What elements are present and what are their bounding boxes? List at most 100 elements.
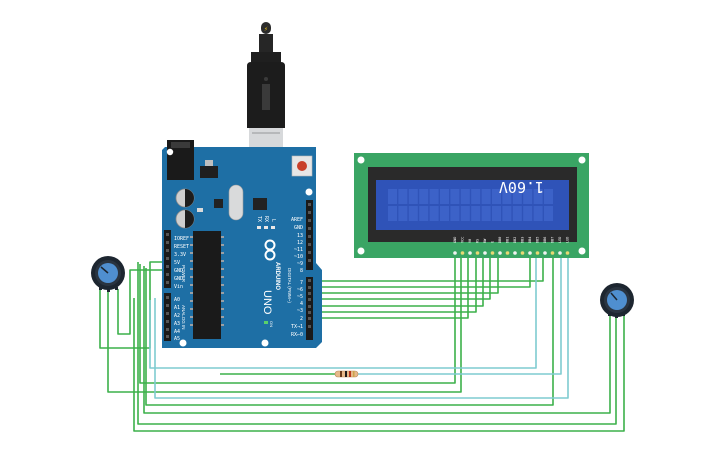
lcd-pin[interactable] <box>505 251 510 255</box>
lcd-cell <box>460 189 470 204</box>
capacitor <box>175 188 195 208</box>
lcd-cell <box>523 189 533 204</box>
lcd-pin[interactable] <box>520 251 525 255</box>
lcd-cell <box>408 206 418 221</box>
power-pin-labels: IOREF RESET 3.3V 5V GND GND Vin <box>174 236 189 290</box>
lcd-pin[interactable] <box>460 251 465 255</box>
lcd-pin-label: RS <box>476 239 480 243</box>
microcontroller-chip <box>193 231 221 339</box>
lcd-cell <box>492 189 501 204</box>
potentiometer-icon[interactable] <box>91 256 125 292</box>
lcd-pin[interactable] <box>543 251 547 255</box>
voltage-regulator <box>200 166 218 178</box>
pin-label: A0 <box>174 297 180 303</box>
lcd-screen <box>376 180 569 230</box>
wire[interactable] <box>107 253 462 393</box>
lcd-pin[interactable] <box>483 251 487 255</box>
svg-text:⚡: ⚡ <box>264 26 268 33</box>
lcd-pin[interactable] <box>475 251 480 255</box>
lcd-cell <box>481 206 491 221</box>
power-section-label: POWER <box>181 265 186 283</box>
digital-header-bottom <box>306 277 313 340</box>
lcd-pin[interactable] <box>550 251 555 255</box>
pin-label: Vin <box>174 284 183 290</box>
lcd-pin-label: DB2 <box>513 237 517 243</box>
arduino-uno-board[interactable]: ARDUINO UNO ON TX RX L IOREF RESET 3.3V … <box>162 140 322 348</box>
pin-label: GND <box>294 225 303 231</box>
lcd-cell <box>388 189 397 204</box>
digital-section-label: DIGITAL (PWM~) <box>287 268 292 303</box>
wire[interactable] <box>313 253 469 319</box>
pin-label: TX→1 <box>291 324 303 330</box>
wire[interactable] <box>133 298 625 432</box>
lcd-cell <box>408 189 418 204</box>
pin-label: 4 <box>300 301 303 307</box>
wire[interactable] <box>313 253 499 294</box>
capacitor <box>175 209 195 229</box>
wire[interactable] <box>117 269 165 335</box>
lcd-cell <box>429 206 439 221</box>
wire[interactable] <box>313 253 484 307</box>
lcd-pin[interactable] <box>513 251 517 255</box>
pin-label: RESET <box>174 244 189 250</box>
lcd-cell <box>419 189 429 204</box>
power-led <box>264 321 268 324</box>
mount-hole <box>261 339 269 347</box>
pin-label: AREF <box>291 217 303 223</box>
reset-button[interactable] <box>291 155 313 177</box>
lcd-pin-label: LED <box>558 237 562 243</box>
pin-label: RX←0 <box>291 332 303 338</box>
pin-label: ~6 <box>297 287 303 293</box>
board-name: UNO <box>261 290 273 315</box>
lcd-cell <box>512 189 522 204</box>
lcd-pin[interactable] <box>468 251 472 255</box>
pin-label: ~9 <box>297 261 303 267</box>
pin-label: A3 <box>174 321 180 327</box>
lcd-pin[interactable] <box>528 251 532 255</box>
lcd-pin[interactable] <box>565 251 570 255</box>
lcd-pin[interactable] <box>498 251 502 255</box>
wire[interactable] <box>143 266 611 414</box>
lcd-pin[interactable] <box>490 251 495 255</box>
lcd-cell <box>398 206 408 221</box>
mount-hole <box>166 148 174 156</box>
pin-label: A2 <box>174 313 180 319</box>
wire[interactable] <box>149 253 537 369</box>
wire[interactable] <box>313 253 477 313</box>
pin-label: ~3 <box>297 308 303 314</box>
usb-chip <box>253 198 267 210</box>
mount-hole <box>357 156 365 164</box>
lcd-cell <box>502 206 512 221</box>
brand-label: ARDUINO <box>274 262 280 290</box>
lcd-cell <box>544 189 553 204</box>
potentiometer-icon[interactable] <box>600 283 634 318</box>
pin-label: 5V <box>174 260 180 266</box>
smd-chip <box>214 199 223 208</box>
lcd-pin[interactable] <box>558 251 562 255</box>
arduino-logo <box>264 239 276 261</box>
wire[interactable] <box>154 253 569 399</box>
wire[interactable] <box>358 253 562 375</box>
lcd-pin[interactable] <box>453 251 457 255</box>
lcd-pin-label: DB7 <box>551 237 555 243</box>
lcd-cell <box>492 206 501 221</box>
wire[interactable] <box>313 253 491 300</box>
lcd-pin-label: DB5 <box>536 237 540 243</box>
wire[interactable] <box>313 253 544 282</box>
resistor-band <box>340 371 342 377</box>
lcd-pin[interactable] <box>535 251 540 255</box>
led-label-l: L <box>270 219 276 222</box>
lcd-cell <box>471 189 481 204</box>
lcd-cell <box>523 206 533 221</box>
lcd-cell <box>398 189 408 204</box>
wire[interactable] <box>145 253 554 406</box>
pin-label: 7 <box>300 280 303 286</box>
pin-label: A5 <box>174 336 180 342</box>
pin-label: ~11 <box>294 247 303 253</box>
lcd-pin-label: DB6 <box>543 237 547 243</box>
resistor[interactable] <box>334 370 359 378</box>
wire[interactable] <box>137 262 617 425</box>
wire[interactable] <box>313 253 531 288</box>
